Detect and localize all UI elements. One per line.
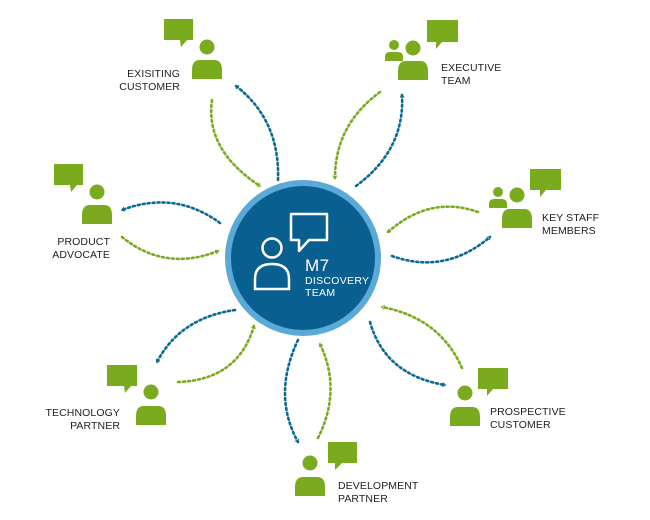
person-icon bbox=[136, 384, 166, 425]
label-product-advocate: PRODUCT ADVOCATE bbox=[20, 236, 110, 262]
arrow-to-technology-partner bbox=[155, 308, 237, 364]
person-icon bbox=[398, 40, 428, 80]
label-line: PARTNER bbox=[338, 493, 388, 505]
label-line: ADVOCATE bbox=[52, 249, 110, 261]
label-line: CUSTOMER bbox=[119, 81, 180, 93]
speech-bubble-icon bbox=[427, 20, 458, 49]
connector-development-partner bbox=[283, 338, 332, 444]
person-icon bbox=[253, 237, 291, 291]
connector-executive-team bbox=[332, 90, 405, 188]
arrow-to-existing-customer bbox=[234, 84, 280, 182]
connector-prospective-customer bbox=[368, 305, 464, 388]
prospective-customer-icon bbox=[450, 368, 508, 426]
speech-bubble-icon bbox=[478, 368, 508, 396]
person-icon bbox=[295, 455, 325, 496]
person-icon bbox=[502, 187, 532, 228]
person-icon bbox=[450, 385, 480, 426]
speech-bubble-icon bbox=[289, 212, 329, 253]
arrow-from-existing-customer bbox=[209, 98, 262, 188]
arrow-from-technology-partner bbox=[176, 324, 256, 384]
arrow-from-development-partner bbox=[316, 342, 332, 440]
center-hub bbox=[225, 180, 381, 336]
label-line: PRODUCT bbox=[57, 236, 110, 248]
label-line: TECHNOLOGY bbox=[45, 407, 120, 419]
arrow-to-product-advocate bbox=[120, 201, 222, 225]
arrow-from-product-advocate bbox=[120, 235, 220, 261]
label-prospective-customer: PROSPECTIVE CUSTOMER bbox=[490, 406, 566, 432]
key-staff-members-icon bbox=[489, 169, 561, 228]
label-line: CUSTOMER bbox=[490, 419, 551, 431]
label-key-staff-members: KEY STAFF MEMBERS bbox=[542, 212, 599, 238]
center-title: M7 bbox=[305, 256, 330, 275]
label-development-partner: DEVELOPMENT PARTNER bbox=[338, 480, 418, 506]
label-line: TEAM bbox=[441, 75, 471, 87]
development-partner-icon bbox=[295, 442, 357, 496]
speech-bubble-icon bbox=[164, 19, 193, 47]
connector-product-advocate bbox=[120, 201, 222, 261]
speech-bubble-icon bbox=[328, 442, 357, 470]
connector-key-staff bbox=[386, 205, 492, 264]
label-line: KEY STAFF bbox=[542, 212, 600, 224]
product-advocate-icon bbox=[54, 164, 112, 224]
label-line: MEMBERS bbox=[542, 225, 596, 237]
arrow-to-development-partner bbox=[283, 338, 300, 444]
group-icon bbox=[385, 40, 403, 61]
technology-partner-icon bbox=[107, 365, 166, 425]
person-icon bbox=[192, 39, 222, 79]
arrow-to-prospective-customer bbox=[368, 320, 447, 388]
arrow-to-executive-team bbox=[354, 93, 405, 188]
label-technology-partner: TECHNOLOGY PARTNER bbox=[20, 407, 120, 433]
existing-customer-icon bbox=[164, 19, 222, 79]
group-icon bbox=[489, 187, 507, 208]
label-existing-customer: EXISITING CUSTOMER bbox=[90, 68, 180, 94]
speech-bubble-icon bbox=[54, 164, 83, 192]
connector-technology-partner bbox=[155, 308, 256, 384]
label-line: DEVELOPMENT bbox=[338, 480, 419, 492]
arrow-from-executive-team bbox=[332, 90, 382, 180]
person-icon bbox=[82, 184, 112, 224]
arrow-to-key-staff bbox=[390, 235, 492, 264]
speech-bubble-icon bbox=[107, 365, 137, 393]
center-label: M7 DISCOVERY TEAM bbox=[305, 256, 370, 300]
label-executive-team: EXECUTIVE TEAM bbox=[441, 62, 501, 88]
center-inner-circle bbox=[231, 186, 375, 330]
arrow-from-key-staff bbox=[386, 205, 480, 234]
executive-team-icon bbox=[385, 20, 458, 80]
center-subtitle-line2: TEAM bbox=[305, 287, 336, 299]
label-line: EXECUTIVE bbox=[441, 62, 502, 74]
center-subtitle-line1: DISCOVERY bbox=[305, 275, 370, 287]
connector-existing-customer bbox=[209, 84, 280, 188]
label-line: PROSPECTIVE bbox=[490, 406, 566, 418]
speech-bubble-icon bbox=[530, 169, 561, 197]
label-line: PARTNER bbox=[70, 420, 120, 432]
label-line: EXISITING bbox=[127, 68, 180, 80]
arrow-from-prospective-customer bbox=[380, 305, 464, 370]
